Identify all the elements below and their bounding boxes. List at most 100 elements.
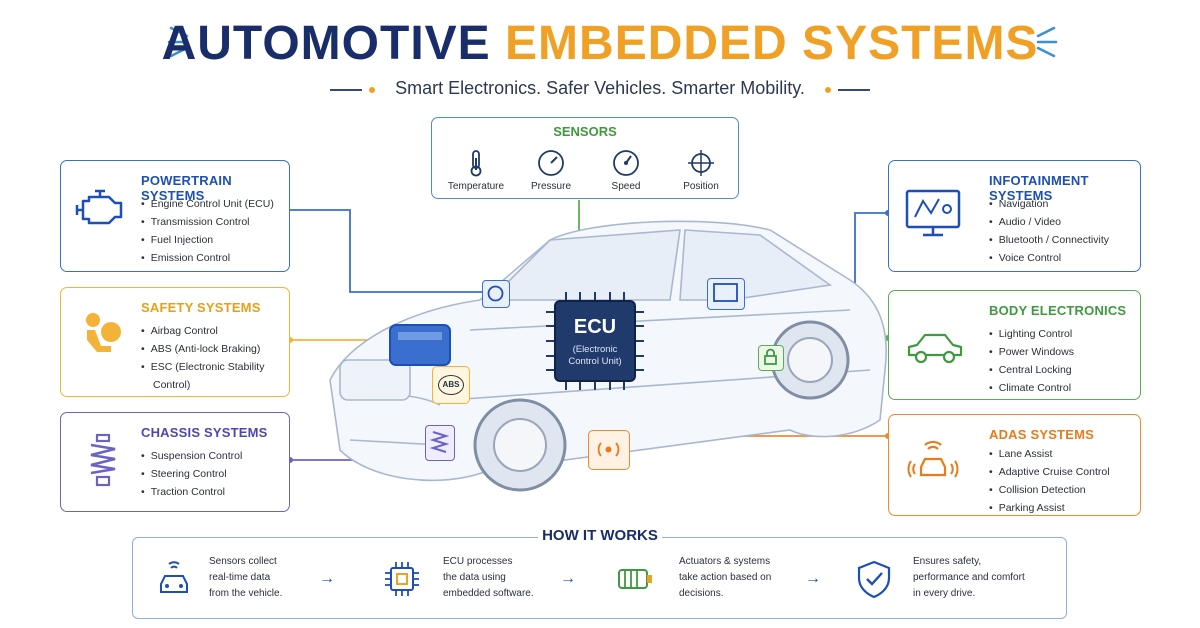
list-item: Central Locking — [989, 361, 1074, 379]
car-signal-icon — [160, 561, 188, 593]
list-item: Power Windows — [989, 343, 1074, 361]
list-item: Suspension Control — [141, 447, 243, 465]
sensors-panel: SENSORS Temperature Pressure Speed Posit… — [431, 117, 739, 199]
how-step-3: Actuators & systems take action based on… — [679, 554, 771, 602]
card-infotainment: INFOTAINMENT SYSTEMS Navigation Audio / … — [888, 160, 1141, 272]
list-item: Navigation — [989, 195, 1109, 213]
card-powertrain: POWERTRAIN SYSTEMS Engine Control Unit (… — [60, 160, 290, 272]
list-item: ESC (Electronic Stability — [141, 358, 265, 376]
thermometer-icon — [470, 150, 482, 177]
actuator-icon — [618, 569, 652, 589]
step-line: the data using — [443, 572, 506, 583]
how-step-4: Ensures safety, performance and comfort … — [913, 554, 1025, 602]
car-radar-icon — [907, 440, 959, 478]
title-decoration-left — [167, 26, 189, 58]
list-item: ABS (Anti-lock Braking) — [141, 340, 264, 358]
list-item: Emission Control — [141, 249, 274, 267]
step-line: Sensors collect — [209, 556, 277, 567]
sensor-label: Position — [683, 181, 719, 192]
sensor-pressure: Pressure — [511, 148, 591, 192]
ecu-sublabel: (Electronic Control Unit) — [556, 344, 634, 368]
screen-icon — [713, 283, 738, 302]
infotainment-badge — [707, 278, 745, 310]
list-item: Transmission Control — [141, 213, 274, 231]
card-list: Navigation Audio / Video Bluetooth / Con… — [989, 195, 1109, 267]
arrow-icon: → — [319, 570, 335, 587]
title-decoration-right — [1036, 26, 1058, 58]
step-line: Ensures safety, — [913, 556, 982, 567]
crosshair-icon — [688, 150, 714, 176]
monitor-map-icon — [905, 189, 961, 237]
step-line: take action based on — [679, 572, 772, 583]
arrow-icon: → — [805, 570, 821, 587]
sensor-label: Speed — [611, 181, 641, 192]
list-item: Lane Assist — [989, 445, 1110, 463]
card-body-electronics: BODY ELECTRONICS Lighting Control Power … — [888, 290, 1141, 400]
ecu-sublabel-2: Control Unit) — [568, 356, 622, 367]
card-title: SAFETY SYSTEMS — [141, 300, 261, 315]
how-it-works-panel: Sensors collect real-time data from the … — [132, 537, 1067, 619]
abs-label: ABS — [438, 375, 464, 395]
pressure-gauge-icon — [538, 150, 564, 176]
list-item: Parking Assist — [989, 499, 1110, 517]
title-part-1: AUTOMOTIVE — [161, 17, 491, 70]
step-line: real-time data — [209, 572, 271, 583]
ecu-label: ECU — [573, 316, 617, 338]
lock-icon — [764, 348, 777, 365]
chip-icon — [385, 562, 419, 596]
list-item: Climate Control — [989, 379, 1074, 397]
step-line: performance and comfort — [913, 572, 1025, 583]
ecu-sublabel-1: (Electronic — [572, 344, 618, 355]
page-title: AUTOMOTIVE EMBEDDED SYSTEMS — [0, 14, 1200, 74]
step-line: decisions. — [679, 588, 724, 599]
card-list: Suspension Control Steering Control Trac… — [141, 447, 243, 501]
step-line: Actuators & systems — [679, 556, 771, 567]
card-title: BODY ELECTRONICS — [989, 303, 1127, 318]
sensors-title: SENSORS — [553, 124, 617, 139]
subtitle-decoration — [330, 87, 870, 93]
steering-badge — [482, 280, 510, 308]
abs-badge: ABS — [432, 366, 470, 404]
list-item: Audio / Video — [989, 213, 1109, 231]
card-title: CHASSIS SYSTEMS — [141, 425, 268, 440]
spring-icon — [429, 431, 450, 453]
list-item: Collision Detection — [989, 481, 1110, 499]
list-item: Adaptive Cruise Control — [989, 463, 1110, 481]
subtitle: Smart Electronics. Safer Vehicles. Smart… — [395, 78, 805, 98]
lock-badge — [758, 345, 784, 371]
how-it-works-title: HOW IT WORKS — [538, 524, 662, 548]
card-title: ADAS SYSTEMS — [989, 427, 1094, 442]
card-safety: SAFETY SYSTEMS Airbag Control ABS (Anti-… — [60, 287, 290, 397]
card-list: Airbag Control ABS (Anti-lock Braking) E… — [141, 322, 265, 394]
sensor-label: Temperature — [447, 181, 505, 192]
shield-check-icon — [857, 560, 891, 599]
suspension-spring-icon — [90, 433, 116, 487]
arrow-icon: → — [560, 570, 576, 587]
step-line: ECU processes — [443, 556, 513, 567]
sensor-position: Position — [661, 148, 741, 192]
steering-icon — [487, 285, 504, 302]
card-chassis: CHASSIS SYSTEMS Suspension Control Steer… — [60, 412, 290, 512]
list-item: Control) — [153, 379, 191, 391]
card-adas: ADAS SYSTEMS Lane Assist Adaptive Cruise… — [888, 414, 1141, 516]
step-line: embedded software. — [443, 588, 534, 599]
airbag-icon — [86, 313, 121, 352]
speedometer-icon — [613, 150, 639, 176]
sensor-speed: Speed — [586, 148, 666, 192]
card-list: Lane Assist Adaptive Cruise Control Coll… — [989, 445, 1110, 517]
radar-icon — [597, 442, 620, 457]
list-item: Traction Control — [141, 483, 242, 501]
list-item: Steering Control — [141, 465, 242, 483]
list-item: Airbag Control — [141, 322, 264, 340]
list-item: Lighting Control — [989, 325, 1074, 343]
list-item: Voice Control — [989, 249, 1109, 267]
sensor-temperature: Temperature — [436, 148, 516, 192]
ecu-pins — [546, 292, 644, 390]
step-line: from the vehicle. — [209, 588, 283, 599]
card-list: Engine Control Unit (ECU) Transmission C… — [141, 195, 274, 267]
suspension-badge — [425, 425, 455, 461]
engine-icon — [75, 189, 123, 225]
radar-badge — [588, 430, 630, 470]
list-item: Engine Control Unit (ECU) — [141, 195, 274, 213]
list-item: Fuel Injection — [141, 231, 274, 249]
